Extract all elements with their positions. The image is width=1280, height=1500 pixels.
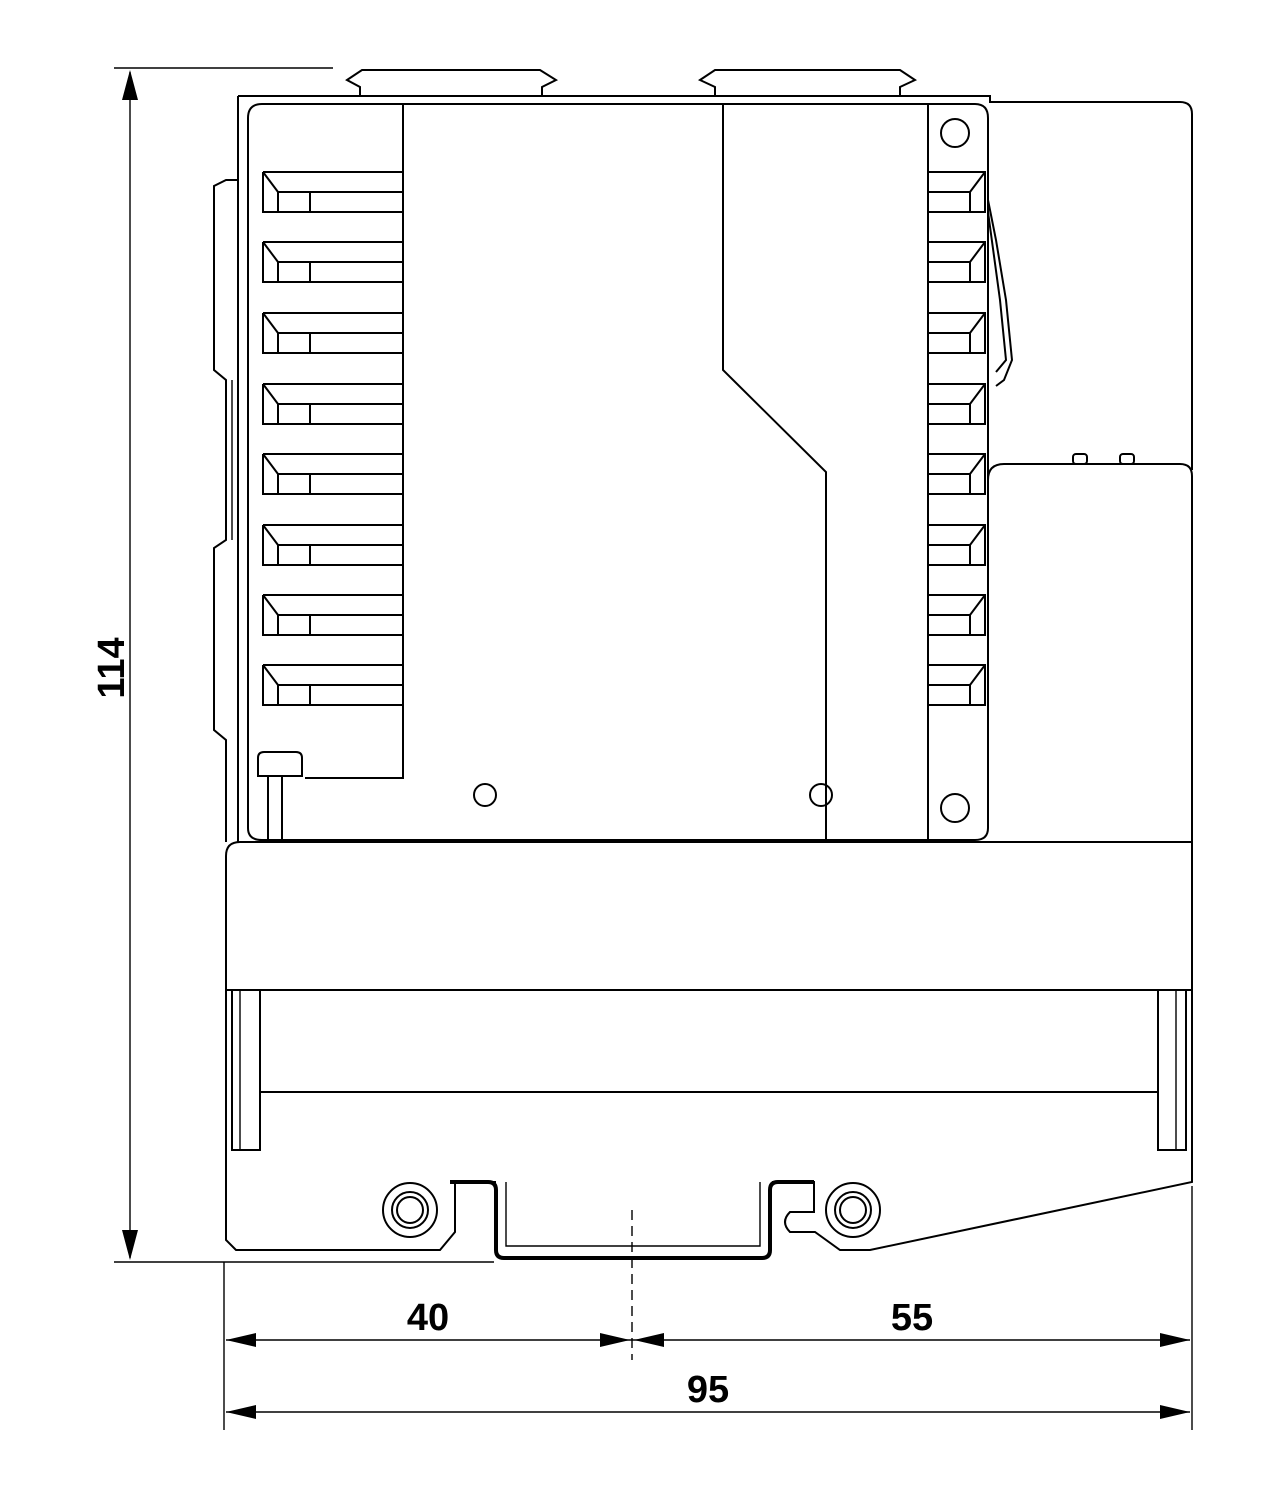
dim-95-arrow-right xyxy=(1160,1405,1190,1419)
dim-55-arrow-left xyxy=(634,1333,664,1347)
left-terminal-slots xyxy=(262,171,403,706)
terminal-slot xyxy=(262,171,403,213)
height-arrow-top xyxy=(122,70,138,100)
terminal-slot xyxy=(262,383,403,425)
terminal-slot xyxy=(928,312,986,354)
height-dimension: 114 xyxy=(91,67,494,1263)
terminal-slot xyxy=(262,664,403,706)
terminal-slot xyxy=(928,171,986,213)
terminal-slot xyxy=(262,312,403,354)
width-dimensions: 40 55 95 xyxy=(223,1186,1193,1430)
terminal-slot xyxy=(928,524,986,566)
terminal-slot xyxy=(928,383,986,425)
width-right-label: 55 xyxy=(891,1297,933,1339)
terminal-slot xyxy=(262,524,403,566)
terminal-slot xyxy=(928,453,986,495)
height-dimension-label: 114 xyxy=(91,637,133,698)
terminal-slot xyxy=(262,453,403,495)
lower-housing xyxy=(225,841,1193,1360)
width-total-label: 95 xyxy=(687,1369,729,1411)
dim-95-arrow-left xyxy=(226,1405,256,1419)
top-clips xyxy=(345,69,918,97)
terminal-slot xyxy=(262,594,403,636)
terminal-slot xyxy=(928,664,986,706)
terminal-slot xyxy=(262,241,403,283)
terminal-slot xyxy=(928,241,986,283)
terminal-slot xyxy=(928,594,986,636)
height-arrow-bottom xyxy=(122,1230,138,1260)
right-terminal-slots xyxy=(928,171,986,706)
width-left-label: 40 xyxy=(407,1297,449,1339)
dim-55-arrow-right xyxy=(1160,1333,1190,1347)
dim-40-arrow-right xyxy=(600,1333,630,1347)
upper-housing xyxy=(213,95,1193,842)
dim-40-arrow-left xyxy=(226,1333,256,1347)
